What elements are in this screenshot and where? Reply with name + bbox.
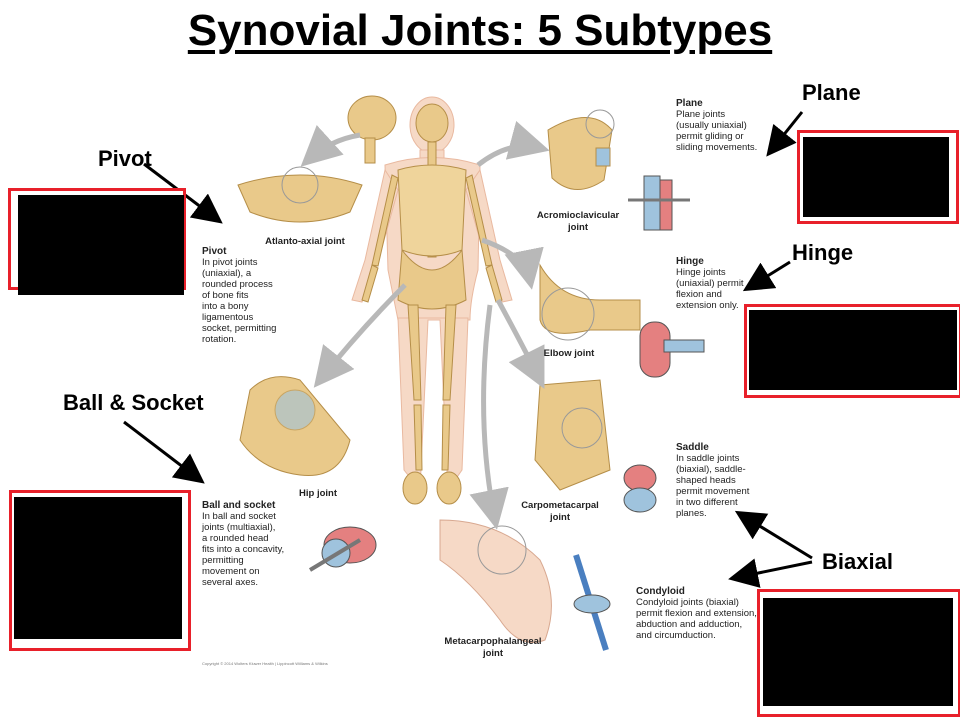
desc-line: permit movement: [676, 486, 750, 497]
elbow-drawing: [539, 263, 641, 341]
skull-drawing: [347, 95, 397, 164]
desc-line: ligamentous: [202, 312, 254, 323]
label-elbow: Elbow joint: [543, 348, 595, 359]
callout-plane: Plane: [802, 80, 861, 105]
desc-line: of bone fits: [202, 290, 249, 301]
callout-hinge: Hinge: [792, 240, 854, 265]
hand-drawing: [439, 519, 552, 643]
desc-saddle: Saddle In saddle joints (biaxial), saddl…: [676, 442, 776, 519]
desc-line: several axes.: [202, 577, 258, 588]
desc-pivot-heading: Pivot: [202, 246, 227, 257]
desc-line: sliding movements.: [676, 142, 758, 153]
desc-hinge-heading: Hinge: [676, 256, 704, 267]
carpometacarpal-drawing: [534, 379, 611, 491]
label-hip: Hip joint: [299, 488, 337, 499]
desc-plane-heading: Plane: [676, 98, 703, 109]
desc-line: In saddle joints: [676, 453, 740, 464]
desc-saddle-heading: Saddle: [676, 442, 709, 453]
skeleton-bones: [361, 103, 503, 505]
desc-ball-socket: Ball and socket In ball and socket joint…: [202, 500, 312, 588]
desc-line: Plane joints: [676, 109, 726, 120]
desc-pivot: Pivot In pivot joints (uniaxial), a roun…: [202, 246, 292, 345]
desc-line: (biaxial), saddle-: [676, 464, 746, 475]
label-carpometacarpal-2: joint: [549, 512, 571, 523]
desc-line: In ball and socket: [202, 511, 276, 522]
label-metacarpophalangeal-1: Metacarpophalangeal: [444, 636, 542, 647]
label-acromioclavicular-1: Acromioclavicular: [536, 210, 620, 221]
callout-pivot: Pivot: [98, 146, 152, 171]
label-atlanto-axial: Atlanto-axial joint: [265, 236, 345, 247]
desc-line: (uniaxial), a: [202, 268, 252, 279]
hinge-model: [639, 321, 705, 378]
desc-condyloid-heading: Condyloid: [636, 586, 685, 597]
label-carpometacarpal-1: Carpometacarpal: [521, 500, 599, 511]
saddle-model: [623, 464, 657, 513]
desc-ball-socket-heading: Ball and socket: [202, 500, 276, 511]
desc-line: socket, permitting: [202, 323, 277, 334]
plane-model: [628, 175, 690, 231]
page-title: Synovial Joints: 5 Subtypes: [187, 6, 773, 55]
copyright-notice: Copyright © 2014 Wolters Kluwer Health |…: [202, 661, 328, 666]
desc-line: joints (multiaxial),: [202, 522, 276, 533]
desc-condyloid: Condyloid Condyloid joints (biaxial) per…: [636, 586, 766, 641]
desc-line: fits into a concavity,: [202, 544, 285, 555]
redaction-pivot: [18, 195, 184, 295]
redaction-ball-socket: [14, 497, 182, 639]
ball-socket-model: [308, 526, 377, 572]
desc-line: Condyloid joints (biaxial): [636, 597, 739, 608]
desc-line: abduction and adduction,: [636, 619, 743, 630]
hip-drawing: [239, 376, 351, 477]
desc-hinge: Hinge Hinge joints (uniaxial) permit fle…: [676, 256, 776, 311]
redaction-hinge: [749, 310, 957, 390]
desc-line: (usually uniaxial): [676, 120, 747, 131]
desc-line: planes.: [676, 508, 707, 519]
desc-line: Hinge joints: [676, 267, 726, 278]
condyloid-model: [573, 554, 611, 651]
desc-line: (uniaxial) permit: [676, 278, 744, 289]
acromioclavicular-drawing: [547, 109, 615, 190]
desc-line: shaped heads: [676, 475, 736, 486]
atlanto-axial-drawing: [237, 166, 363, 223]
desc-line: rotation.: [202, 334, 237, 345]
desc-line: permit gliding or: [676, 131, 744, 142]
desc-line: in two different: [676, 497, 738, 508]
desc-line: permitting: [202, 555, 244, 566]
desc-line: a rounded head: [202, 533, 269, 544]
desc-line: flexion and: [676, 289, 722, 300]
connector-arrows: [300, 120, 550, 530]
callout-ball-socket: Ball & Socket: [63, 390, 204, 415]
desc-line: permit flexion and extension,: [636, 608, 757, 619]
redaction-biaxial: [763, 598, 953, 706]
label-acromioclavicular-2: joint: [567, 222, 589, 233]
redaction-plane: [803, 137, 949, 217]
desc-line: extension only.: [676, 300, 739, 311]
label-metacarpophalangeal-2: joint: [482, 648, 504, 659]
desc-line: movement on: [202, 566, 260, 577]
callout-biaxial: Biaxial: [822, 549, 893, 574]
desc-line: and circumduction.: [636, 630, 716, 641]
desc-plane: Plane Plane joints (usually uniaxial) pe…: [676, 98, 776, 153]
desc-line: rounded process: [202, 279, 273, 290]
desc-line: into a bony: [202, 301, 249, 312]
desc-line: In pivot joints: [202, 257, 258, 268]
